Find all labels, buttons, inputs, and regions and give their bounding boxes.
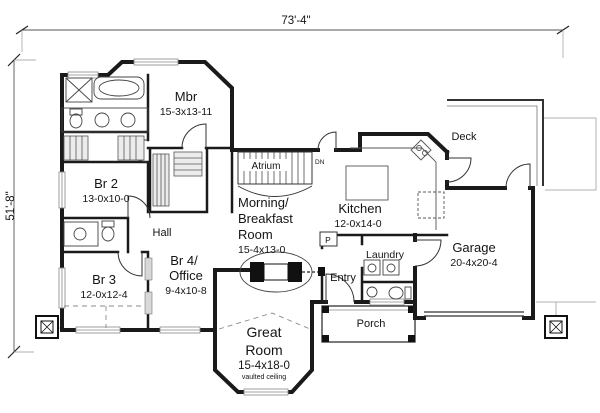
room-label-garage: Garage — [452, 240, 495, 255]
atrium-label-bg — [241, 159, 291, 171]
room-label-kitchen: Kitchen — [338, 201, 381, 216]
room-label-br2: Br 2 — [94, 176, 118, 191]
master-closet — [63, 135, 203, 207]
laundry-fixtures — [363, 259, 412, 300]
room-label-morning-line1: Morning/ — [238, 195, 289, 210]
master-bath-fixtures — [61, 76, 149, 133]
room-size-great: 15-4x18-0 — [238, 360, 290, 372]
windows — [58, 58, 405, 396]
room-label-morning-line3: Room — [238, 227, 273, 242]
sink — [366, 286, 378, 298]
pantry — [319, 231, 338, 247]
wall-post — [318, 267, 325, 276]
porch-outline — [321, 305, 416, 343]
stairs-down-label: DN — [315, 159, 325, 166]
toilet — [388, 286, 404, 300]
area-label-hall: Hall — [153, 227, 172, 239]
room-label-mbr: Mbr — [175, 89, 198, 104]
area-label-deck: Deck — [451, 131, 477, 143]
hall-bath-fixtures — [63, 220, 115, 247]
room-label-great-line2: Room — [245, 342, 282, 358]
island — [345, 165, 389, 201]
area-label-atrium: Atrium — [252, 161, 281, 172]
tub — [93, 76, 145, 100]
room-size-br3: 12-0x12-4 — [80, 289, 127, 301]
exterior-walls — [60, 60, 535, 394]
ceiling-dashed-lines — [64, 305, 311, 330]
room-label-br4-line1: Br 4/ — [170, 253, 198, 268]
area-label-pantry: P — [325, 235, 331, 245]
toilet — [69, 113, 83, 129]
washer — [363, 259, 381, 276]
kitchen-fixtures — [345, 139, 445, 230]
room-size-kitchen: 12-0x14-0 — [334, 218, 381, 230]
width-dimension-label: 73'-4" — [281, 15, 310, 27]
room-label-br3: Br 3 — [92, 272, 116, 287]
sink — [73, 227, 87, 241]
room-label-br4-line2: Office — [169, 268, 203, 283]
fireplace — [239, 251, 313, 293]
area-label-laundry: Laundry — [366, 249, 405, 261]
vanity-counter — [61, 107, 149, 133]
room-note-great: vaulted ceiling — [242, 374, 286, 381]
area-label-porch: Porch — [357, 318, 386, 330]
toilet — [101, 226, 115, 242]
corner-sink — [410, 139, 432, 161]
sink — [120, 112, 136, 128]
cased-openings — [144, 257, 153, 315]
atrium-stairs — [237, 151, 313, 197]
height-dimension-label: 51'-8" — [5, 191, 17, 220]
shower — [65, 77, 93, 103]
area-label-entry: Entry — [330, 272, 356, 284]
refrigerator — [417, 191, 445, 219]
dimension-lines — [7, 25, 570, 359]
room-label-morning-line2: Breakfast — [238, 211, 293, 226]
room-size-br4: 9-4x10-8 — [165, 285, 207, 297]
room-size-garage: 20-4x20-4 — [450, 257, 497, 269]
garage-door — [424, 311, 524, 317]
sink — [94, 112, 110, 128]
corner-posts — [35, 315, 568, 339]
room-label-great-line1: Great — [246, 324, 281, 340]
dryer — [382, 259, 400, 276]
room-size-br2: 13-0x10-0 — [82, 193, 129, 205]
room-size-morning: 15-4x13-0 — [238, 244, 285, 256]
deck-railing — [447, 99, 544, 186]
room-size-mbr: 15-3x13-11 — [160, 106, 213, 118]
